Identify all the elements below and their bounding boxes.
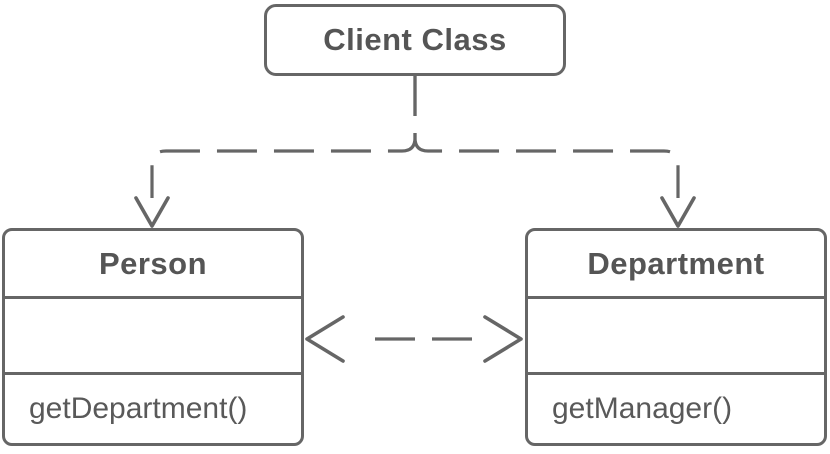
methods-compartment: getManager() (528, 372, 824, 443)
dashed-edge-line (413, 76, 680, 198)
class-title: Person (98, 245, 208, 281)
open-arrowhead-icon (134, 196, 170, 228)
attributes-compartment (528, 296, 824, 372)
methods-compartment: getDepartment() (5, 372, 301, 443)
class-node-person: Person getDepartment() (2, 228, 304, 446)
open-arrowhead-icon (305, 315, 345, 363)
edge-client-to-department (413, 76, 696, 228)
edge-client-to-person (134, 76, 417, 228)
method-label: getDepartment() (29, 392, 248, 425)
class-node-department: Department getManager() (525, 228, 827, 446)
open-arrowhead-icon (483, 315, 523, 363)
class-title: Client Class (323, 22, 507, 57)
class-title: Department (587, 245, 765, 281)
method-label: getManager() (552, 392, 733, 425)
open-arrowhead-icon (660, 196, 696, 228)
class-node-client: Client Class (264, 4, 566, 76)
attributes-compartment (5, 296, 301, 372)
title-compartment: Department (528, 231, 824, 296)
title-compartment: Person (5, 231, 301, 296)
edge-person-to-department (305, 315, 523, 363)
dashed-edge-line (150, 76, 417, 198)
